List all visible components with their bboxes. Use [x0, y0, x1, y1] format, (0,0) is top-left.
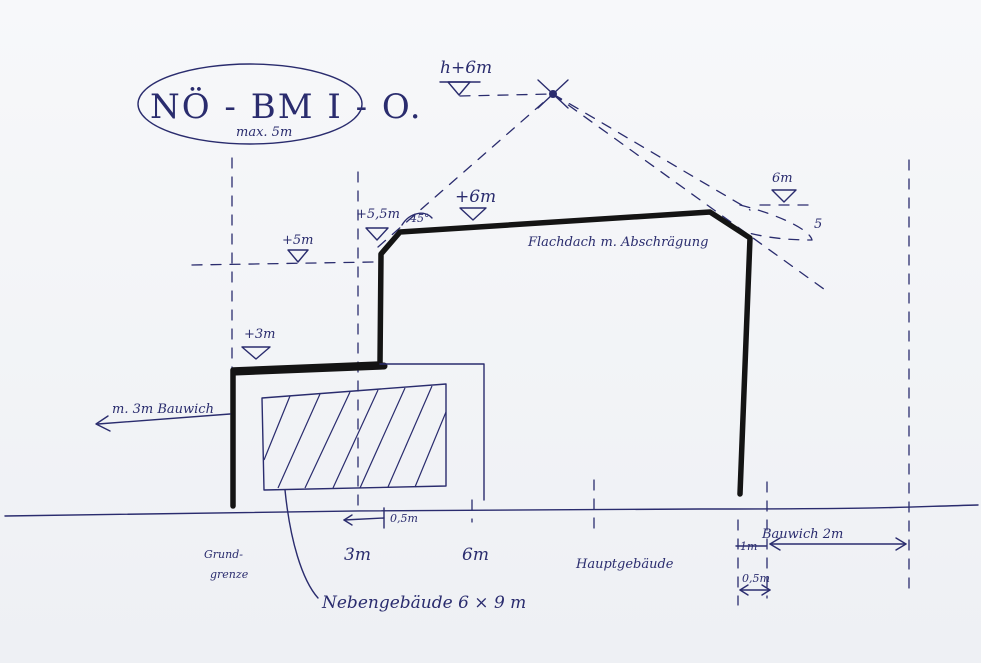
roof-label: Flachdach m. Abschrägung	[527, 235, 708, 250]
h-plus-6-marker: h+6m	[439, 58, 492, 96]
roof-envelope-curve-right	[739, 204, 813, 241]
svg-text:+5m: +5m	[282, 233, 314, 248]
roof-envelope-left-slope	[377, 93, 554, 248]
nebengebaeude-leader	[284, 489, 319, 599]
svg-text:45°: 45°	[409, 212, 430, 225]
svg-text:+5,5m: +5,5m	[356, 207, 400, 222]
apex-cross-2	[537, 79, 569, 109]
svg-text:1m: 1m	[740, 540, 757, 553]
svg-text:Bauwich 2m: Bauwich 2m	[761, 527, 843, 542]
six-m-label: 6m	[462, 545, 489, 565]
plus-3-marker: +3m	[241, 327, 276, 360]
right-5-label: 5	[814, 217, 822, 232]
dimension-0-5-left: 0,5m	[343, 507, 418, 529]
zone-code-text: NÖ - BM I - O.	[150, 86, 423, 127]
svg-text:0,5m: 0,5m	[742, 572, 770, 585]
roof-envelope-outer-left	[459, 93, 554, 97]
svg-text:m. 3m Bauwich: m. 3m Bauwich	[112, 402, 214, 417]
svg-text:h+6m: h+6m	[440, 58, 492, 78]
roof-envelope-right-slope	[552, 93, 829, 293]
plus-5-dashed-line	[191, 261, 376, 266]
grundgrenze-label: Grund-	[204, 548, 243, 561]
zone-subtitle-text: max. 5m	[236, 125, 292, 140]
right-6m-marker: 6m	[771, 171, 797, 203]
plus-5-marker: +5m	[282, 233, 314, 263]
svg-text:6m: 6m	[772, 171, 793, 186]
hauptgebaeude-label: Hauptgebäude	[575, 557, 674, 572]
svg-text:0,5m: 0,5m	[390, 512, 418, 525]
annex-hatching	[263, 385, 447, 489]
plus-5-5-marker: +5,5m	[356, 207, 400, 241]
setback-arrow-left: m. 3m Bauwich	[95, 402, 231, 432]
ground-line	[4, 504, 979, 517]
dimension-0-5-right: 0,5m	[739, 572, 771, 596]
annex-inner-rect	[261, 383, 447, 491]
angle-marker: 45°	[401, 212, 433, 226]
main-building-outline	[230, 209, 753, 509]
svg-text:+6m: +6m	[455, 187, 496, 207]
three-m-label: 3m	[344, 545, 371, 565]
zone-label-ellipse	[137, 63, 363, 145]
svg-text:+3m: +3m	[244, 327, 276, 342]
bauwich-right-dimension: Bauwich 2m	[761, 527, 907, 551]
annex-roof-line	[232, 362, 388, 376]
nebengebaeude-label: Nebengebäude 6 × 9 m	[321, 593, 526, 613]
annex-outline	[379, 363, 485, 501]
grundgrenze-label-2: grenze	[210, 568, 249, 581]
plus-6-top-marker: +6m	[455, 187, 496, 221]
dimension-1m-right: 1m	[735, 540, 767, 553]
roof-envelope-outer-right	[552, 93, 751, 211]
